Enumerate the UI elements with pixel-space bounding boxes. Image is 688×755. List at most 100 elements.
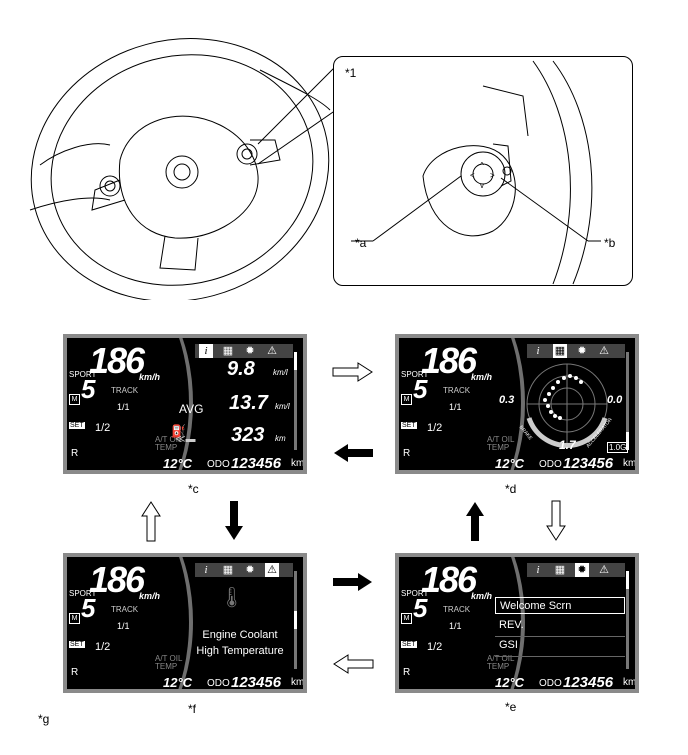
speed-unit: km/h	[139, 372, 161, 382]
speed-readout: 186	[421, 559, 477, 600]
reverse-label: R	[403, 667, 411, 678]
info-icon: i	[536, 564, 540, 576]
gear-icon: ✹	[245, 564, 255, 576]
odo-unit: km	[291, 458, 305, 469]
scrollbar	[626, 352, 629, 450]
display-tab-bar: i ▦ ✹ ⚠	[195, 344, 293, 358]
warning-icon: ⚠	[267, 345, 277, 357]
odo-label: ODO	[207, 678, 230, 689]
odo-label: ODO	[539, 459, 562, 470]
warning-icon: ⚠	[265, 563, 279, 577]
fuel-now-unit: km/l	[273, 368, 288, 377]
gear-icon: ✹	[575, 563, 589, 577]
fuel-now-value: 9.8	[227, 358, 255, 380]
reverse-label: R	[71, 667, 79, 678]
svg-text:<: <	[470, 171, 475, 180]
g-bottom-value: 1.7	[559, 438, 576, 452]
m-badge: M	[401, 394, 412, 405]
display-tab-bar: i ▦ ✹ ⚠	[527, 344, 625, 358]
gear-indicator: 5	[81, 374, 96, 404]
speed-unit: km/h	[471, 372, 493, 382]
g-force-radar	[526, 363, 608, 449]
at-oil-temp-label: A/T OIL TEMP	[155, 435, 183, 452]
callout-panel-d: *d	[505, 482, 517, 496]
track-label: TRACK	[111, 605, 139, 614]
fraction-2: 1/2	[95, 641, 111, 653]
arrow-up-solid	[466, 502, 484, 541]
fraction-1: 1/1	[449, 402, 462, 412]
gear-indicator: 5	[413, 374, 428, 404]
set-badge: SET	[401, 422, 417, 429]
coolant-temp-icon: 🌡︎	[219, 587, 245, 609]
arrow-down-solid	[225, 501, 243, 540]
set-badge: SET	[69, 422, 85, 429]
callout-view: *1	[345, 66, 357, 80]
odo-unit: km	[291, 677, 305, 688]
detail-view-box	[333, 56, 633, 286]
menu-item-gsi: GSI	[499, 639, 518, 651]
warning-line-1: Engine Coolant	[202, 629, 278, 641]
range-unit: km	[275, 434, 286, 443]
mode-label: SPORT	[69, 370, 97, 379]
gear-icon: ✹	[577, 345, 587, 357]
set-badge: SET	[69, 641, 85, 648]
switch-detail-illustration: ^ v < >	[351, 60, 601, 285]
info-icon: i	[536, 345, 540, 357]
odo-value: 123456	[231, 674, 282, 691]
speed-unit: km/h	[471, 591, 493, 601]
fraction-2: 1/2	[427, 422, 443, 434]
track-label: TRACK	[443, 605, 471, 614]
callout-panel-f: *f	[188, 702, 197, 716]
arrow-left-outline	[333, 654, 374, 674]
track-label: TRACK	[111, 386, 139, 395]
odo-unit: km	[623, 458, 637, 469]
g-left-value: 0.3	[499, 394, 515, 406]
display-warning: 186 km/h SPORT 5 TRACK M 1/1 SET 1/2 R A…	[63, 553, 307, 693]
arrow-left-solid	[334, 444, 373, 462]
gauge-arc	[399, 338, 525, 470]
gauge-arc	[399, 557, 525, 689]
display-settings-menu: 186 km/h SPORT 5 TRACK M 1/1 SET 1/2 R A…	[395, 553, 639, 693]
fraction-2: 1/2	[427, 641, 443, 653]
speed-readout: 186	[421, 340, 477, 381]
display-tab-bar: i ▦ ✹ ⚠	[527, 563, 625, 577]
avg-value: 13.7	[229, 392, 268, 414]
menu-divider	[495, 636, 625, 637]
display-tab-bar: i ▦ ✹ ⚠	[195, 563, 293, 577]
callout-panel-c: *c	[188, 482, 199, 496]
svg-text:v: v	[480, 181, 484, 190]
grid-icon: ▦	[553, 344, 567, 358]
fraction-1: 1/1	[117, 402, 130, 412]
grid-icon: ▦	[222, 564, 234, 576]
range-value: 323	[231, 424, 265, 446]
fraction-1: 1/1	[449, 621, 462, 631]
svg-text:^: ^	[480, 161, 484, 170]
callout-panel-e: *e	[505, 700, 517, 714]
at-oil-temp-label: A/T OIL TEMP	[487, 435, 515, 452]
scrollbar	[294, 352, 297, 450]
menu-divider	[495, 656, 625, 657]
steering-wheel-illustration	[29, 38, 337, 300]
g-right-value: 0.0	[607, 394, 623, 406]
outside-temp: 12°C	[495, 675, 525, 690]
callout-note: *g	[38, 712, 50, 726]
fraction-2: 1/2	[95, 422, 111, 434]
arrow-right-solid	[333, 573, 372, 591]
warning-icon: ⚠	[599, 564, 609, 576]
gauge-arc	[67, 338, 193, 470]
m-badge: M	[401, 613, 412, 624]
menu-item-welcome: Welcome Scrn	[495, 597, 625, 614]
odo-unit: km	[623, 677, 637, 688]
warning-line-2: High Temperature	[196, 645, 284, 657]
scrollbar	[294, 571, 297, 669]
menu-item-rev: REV.	[499, 619, 524, 631]
grid-icon: ▦	[222, 345, 234, 357]
callout-left-switch: *a	[355, 236, 367, 250]
mode-label: SPORT	[401, 370, 429, 379]
at-oil-temp-label: A/T OIL TEMP	[487, 654, 515, 671]
scrollbar	[626, 571, 629, 669]
avg-unit: km/l	[275, 402, 290, 411]
arrow-up-outline	[141, 501, 161, 542]
fraction-1: 1/1	[117, 621, 130, 631]
odo-value: 123456	[231, 455, 282, 472]
